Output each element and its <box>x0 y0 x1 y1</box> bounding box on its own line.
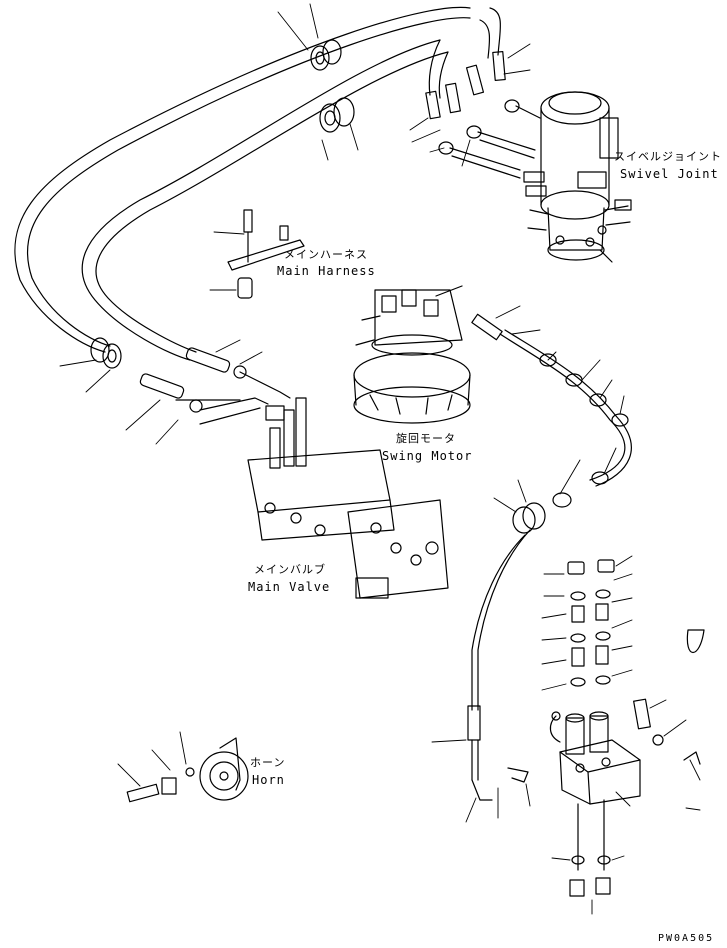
main-valve-label-jp: メインバルブ <box>254 563 326 576</box>
hose-clamp-1 <box>310 39 342 71</box>
main-harness-label-jp: メインハーネス <box>284 248 368 261</box>
hose-group-upper <box>14 6 501 353</box>
swivel-joint-label-jp: スイベルジョイント <box>614 150 722 163</box>
swing-motor-label-en: Swing Motor <box>382 449 473 463</box>
fittings-column <box>507 559 705 783</box>
main-valve <box>139 347 449 599</box>
hose-group-lower <box>81 39 449 361</box>
main-harness-parts <box>227 209 305 299</box>
figure-code: PW0A505 <box>658 933 715 944</box>
hose-clamp-3 <box>90 337 122 369</box>
swing-motor <box>353 285 471 424</box>
main-harness-label-en: Main Harness <box>277 264 376 278</box>
hose-clamp-2 <box>319 97 355 133</box>
swing-motor-drain-hose <box>467 313 632 801</box>
swivel-joint <box>523 91 632 263</box>
hydraulic-block <box>549 711 641 897</box>
leader-lines <box>59 3 701 915</box>
horn <box>126 737 249 803</box>
swivel-joint-label-en: Swivel Joint <box>620 167 719 181</box>
swing-motor-label-jp: 旋回モータ <box>396 432 456 445</box>
horn-label-jp: ホーン <box>250 756 286 769</box>
hose-fittings-top <box>425 51 541 179</box>
main-valve-label-en: Main Valve <box>248 580 331 594</box>
horn-label-en: Horn <box>252 773 285 787</box>
